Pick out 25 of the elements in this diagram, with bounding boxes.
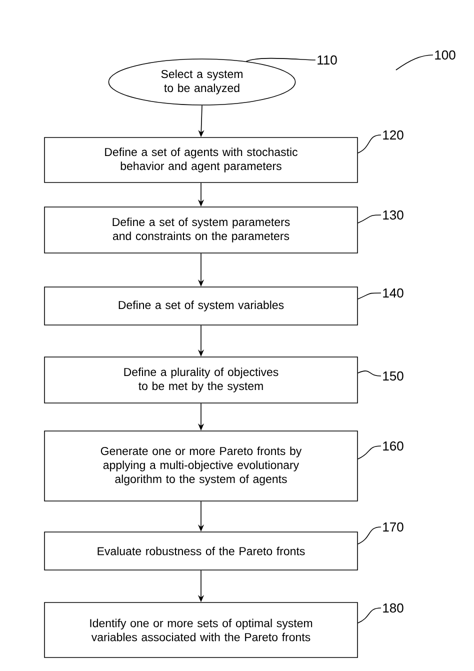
leader-line	[358, 608, 382, 624]
process-box: Identify one or more sets of optimal system variables associated with the Pareto fronts	[44, 602, 358, 658]
leader-line	[358, 292, 382, 300]
leader-line	[358, 526, 382, 544]
callout-number: 110	[318, 55, 337, 65]
callout-number: 150	[383, 371, 404, 381]
process-box: Define a set of system variables	[44, 286, 358, 326]
leader-line	[358, 214, 382, 224]
leader-line	[358, 370, 382, 376]
leader-line	[396, 54, 434, 70]
callout-number: 180	[383, 603, 404, 613]
callout-number: 170	[383, 522, 404, 532]
process-box: Evaluate robustness of the Pareto fronts	[44, 532, 358, 570]
process-box: Define a set of system parameters and constraints on the parameters	[44, 206, 358, 254]
callout-number: 160	[383, 441, 404, 451]
leader-line	[246, 58, 316, 62]
callout-number: 130	[383, 210, 404, 220]
callout-number: 140	[383, 288, 404, 298]
callout-number: 120	[383, 130, 404, 140]
leader-line	[358, 134, 382, 154]
process-box: Define a plurality of objectives to be met by the system	[44, 356, 358, 404]
callout-number: 100	[435, 50, 456, 60]
process-box: Generate one or more Pareto fronts by applying a multi-objective evolutionary algorithm to the system of agents	[44, 430, 358, 502]
process-box: Define a set of agents with stochastic behavior and agent parameters	[44, 137, 358, 183]
leader-line	[358, 446, 382, 460]
